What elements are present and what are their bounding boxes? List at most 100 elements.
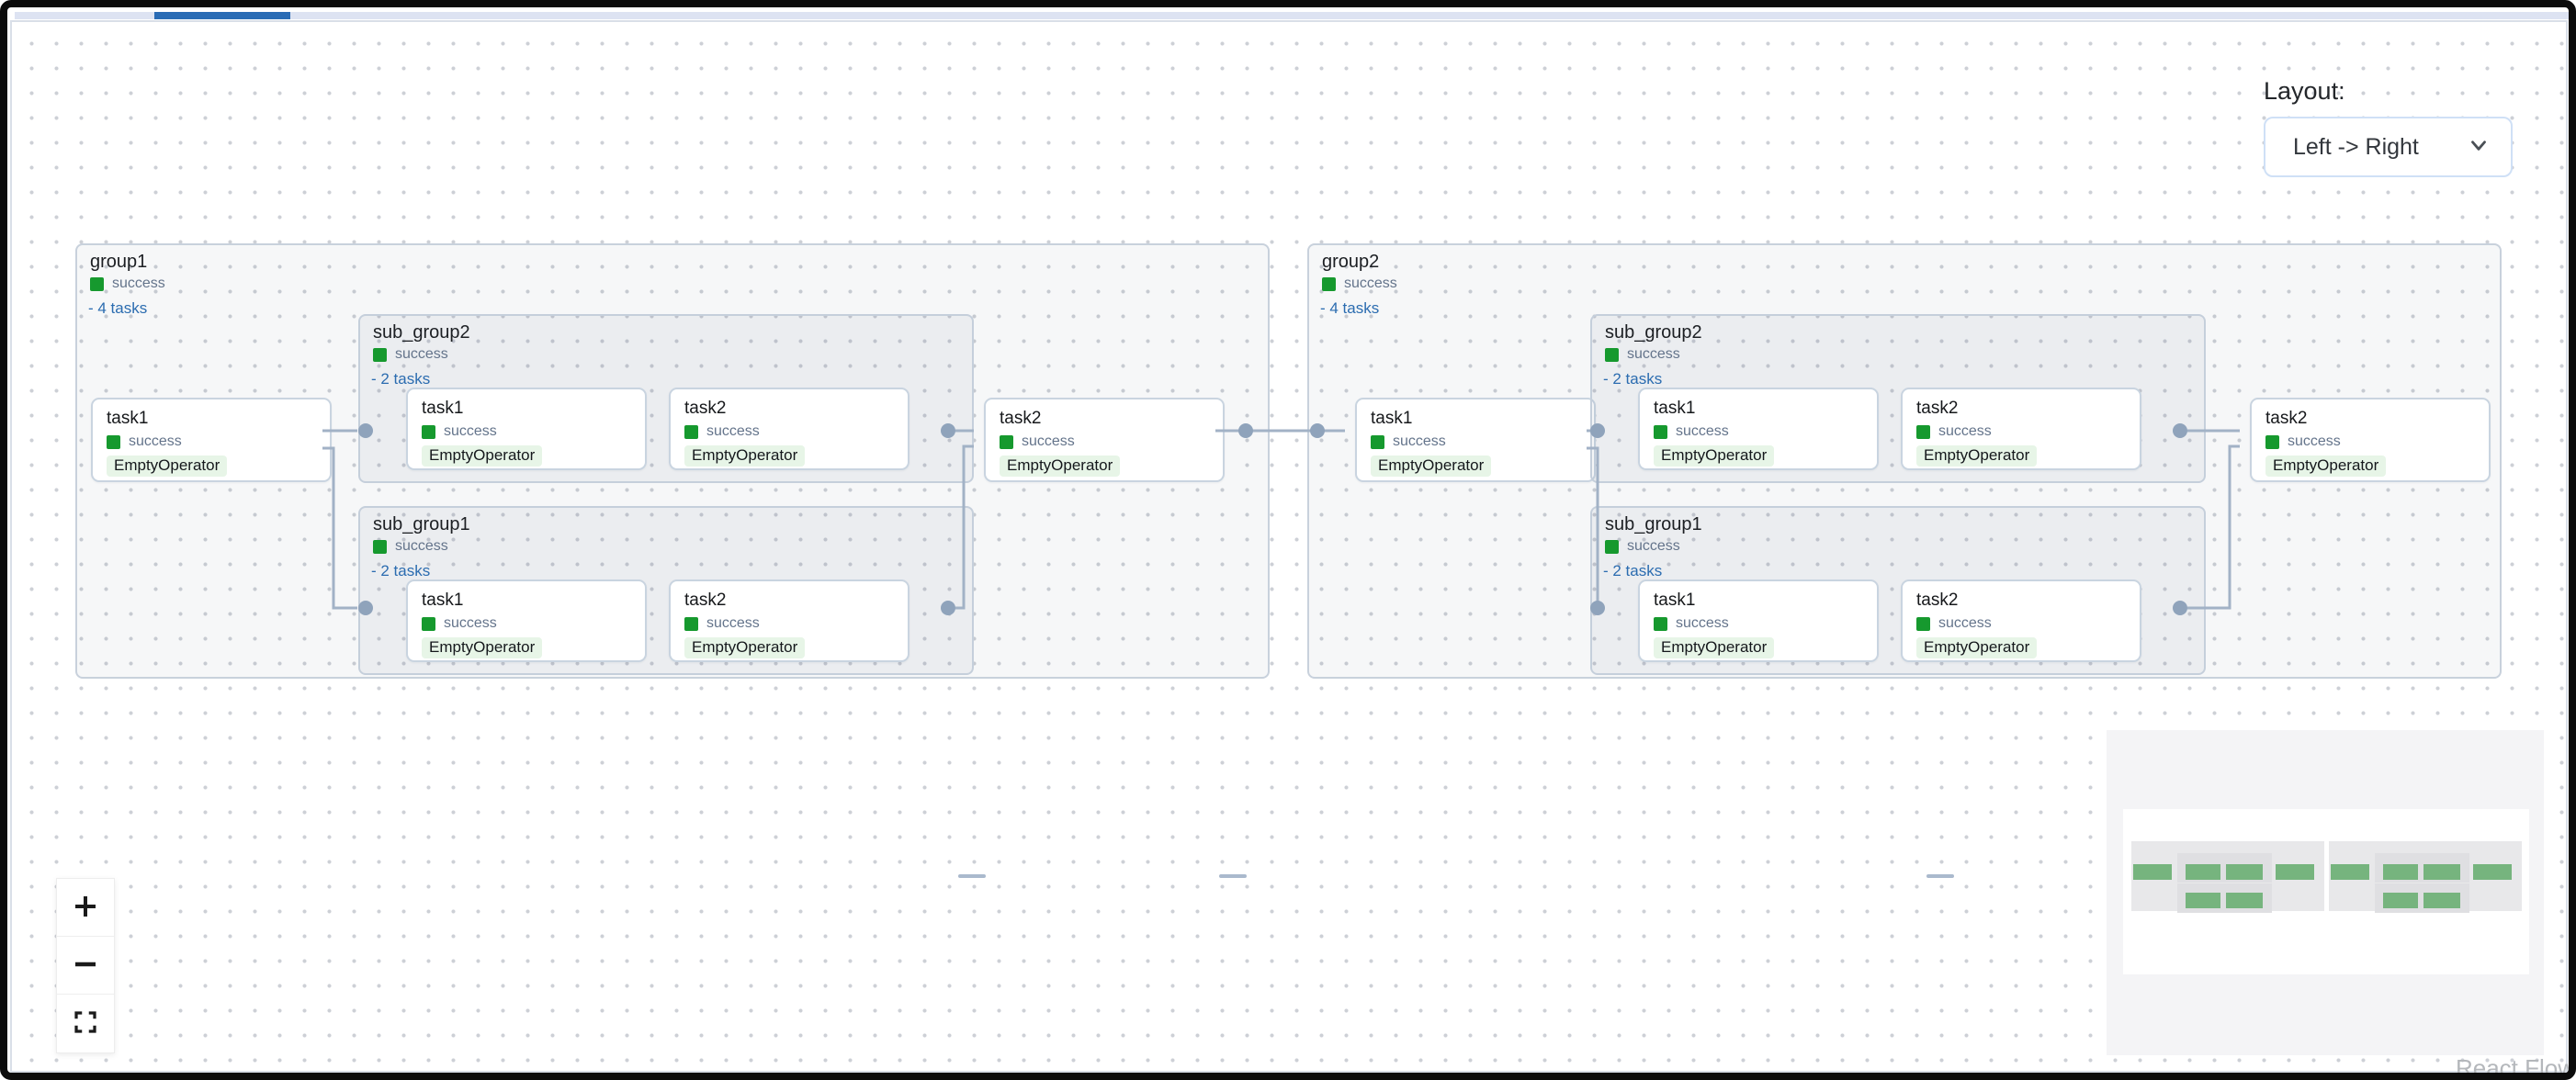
group-collapse-link[interactable]: - 4 tasks [1320, 299, 1380, 317]
subgroup-collapse-link[interactable]: - 2 tasks [371, 562, 431, 579]
layout-label: Layout: [2264, 77, 2345, 105]
success-status-icon [422, 616, 435, 631]
minimap-node [2423, 864, 2460, 880]
task-status-row: success [1654, 423, 1863, 440]
zoom-in-button[interactable] [57, 879, 114, 937]
fit-view-icon [72, 1008, 99, 1039]
task-node-task2[interactable]: task2 success EmptyOperator [669, 388, 910, 470]
subgroup-node-sub_group1[interactable]: sub_group1 success - 2 tasks task1 succe… [358, 506, 974, 675]
task-status-row: success [1654, 615, 1863, 632]
task-node-task1[interactable]: task1 success EmptyOperator [406, 579, 647, 662]
status-label: success [444, 423, 497, 439]
minimap-node [2226, 893, 2263, 908]
layout-control: Layout: Left -> Right [2264, 77, 2513, 177]
minimap-subgroup [2375, 883, 2469, 913]
subgroup-node-sub_group1[interactable]: sub_group1 success - 2 tasks task1 succe… [1590, 506, 2206, 675]
subgroup-title: sub_group2 [1605, 322, 1702, 343]
task-title: task2 [684, 399, 727, 418]
minimap-node [2473, 864, 2512, 880]
group-title: group1 [90, 252, 148, 272]
success-status-icon [373, 347, 387, 362]
top-scrollbar-track[interactable] [15, 12, 2569, 19]
subgroup-collapse-link[interactable]: - 2 tasks [1603, 370, 1663, 388]
subgroup-node-sub_group2[interactable]: sub_group2 success - 2 tasks task1 succe… [358, 314, 974, 483]
operator-badge: EmptyOperator [1371, 456, 1492, 477]
task-title: task2 [1916, 591, 1959, 610]
task-status-row: success [1371, 433, 1580, 450]
operator-badge: EmptyOperator [422, 637, 543, 658]
status-label: success [129, 433, 182, 449]
task-title: task1 [1371, 409, 1413, 428]
subgroup-node-sub_group2[interactable]: sub_group2 success - 2 tasks task1 succe… [1590, 314, 2206, 483]
task-node-task2[interactable]: task2 success EmptyOperator [2250, 398, 2491, 482]
status-label: success [1676, 615, 1729, 631]
task-node-task1[interactable]: task1 success EmptyOperator [1638, 579, 1879, 662]
group-node-group2[interactable]: group2 success - 4 tasks task1 success E… [1307, 243, 2502, 679]
task-node-task2[interactable]: task2 success EmptyOperator [1901, 579, 2141, 662]
layout-select[interactable]: Left -> Right [2264, 117, 2513, 177]
group-node-group1[interactable]: group1 success - 4 tasks task1 success E… [75, 243, 1270, 679]
task-node-task1[interactable]: task1 success EmptyOperator [406, 388, 647, 470]
task-node-task2[interactable]: task2 success EmptyOperator [1901, 388, 2141, 470]
task-node-task1[interactable]: task1 success EmptyOperator [1638, 388, 1879, 470]
minimap-node [2133, 864, 2172, 880]
task-title: task2 [2265, 409, 2308, 428]
task-title: task1 [422, 591, 464, 610]
status-label: success [1938, 423, 1992, 439]
success-status-icon [1000, 434, 1013, 449]
task-node-task2[interactable]: task2 success EmptyOperator [984, 398, 1225, 482]
task-node-task2[interactable]: task2 success EmptyOperator [669, 579, 910, 662]
success-status-icon [1916, 424, 1930, 439]
status-label: success [2288, 433, 2341, 449]
task-title: task2 [1000, 409, 1042, 428]
success-status-icon [373, 539, 387, 554]
minus-icon [72, 951, 99, 981]
minimap-node [2226, 864, 2263, 880]
zoom-out-button[interactable] [57, 937, 114, 995]
group-status-row: success [1322, 276, 1397, 292]
status-label: success [1938, 615, 1992, 631]
task-node-task1[interactable]: task1 success EmptyOperator [1355, 398, 1596, 482]
operator-badge: EmptyOperator [1916, 637, 2038, 658]
subgroup-title: sub_group1 [373, 514, 470, 534]
task-status-row: success [2265, 433, 2475, 450]
task-status-row: success [107, 433, 316, 450]
task-title: task1 [107, 409, 149, 428]
minimap-node [2276, 864, 2314, 880]
minimap-node [2423, 893, 2460, 908]
reactflow-canvas[interactable]: group1 success - 4 tasks task1 success E… [10, 20, 2569, 1073]
operator-badge: EmptyOperator [2265, 456, 2387, 477]
subgroup-collapse-link[interactable]: - 2 tasks [1603, 562, 1663, 579]
success-status-icon [422, 424, 435, 439]
task-status-row: success [422, 423, 631, 440]
status-label: success [1676, 423, 1729, 439]
minimap-node [2331, 864, 2369, 880]
success-status-icon [90, 276, 104, 291]
subgroup-collapse-link[interactable]: - 2 tasks [371, 370, 431, 388]
success-status-icon [1371, 434, 1384, 449]
minimap-node [2186, 864, 2220, 880]
task-title: task1 [1654, 591, 1696, 610]
task-title: task2 [1916, 399, 1959, 418]
minimap[interactable] [2107, 730, 2544, 1055]
top-scrollbar-thumb[interactable] [154, 12, 290, 19]
fit-view-button[interactable] [57, 995, 114, 1052]
status-label: success [706, 423, 760, 439]
operator-badge: EmptyOperator [1654, 637, 1775, 658]
collapsed-edge-dash [958, 874, 986, 878]
subgroup-title: sub_group1 [1605, 514, 1702, 534]
success-status-icon [107, 434, 120, 449]
group-collapse-link[interactable]: - 4 tasks [88, 299, 148, 317]
status-label: success [444, 615, 497, 631]
task-title: task1 [422, 399, 464, 418]
minimap-node [2186, 893, 2220, 908]
group-status-row: success [90, 276, 165, 292]
task-node-task1[interactable]: task1 success EmptyOperator [91, 398, 332, 482]
canvas-controls [56, 878, 115, 1053]
collapsed-edge-dash [1219, 874, 1247, 878]
status-label: success [395, 346, 448, 362]
status-label: success [1393, 433, 1446, 449]
success-status-icon [1654, 424, 1667, 439]
minimap-node [2383, 893, 2418, 908]
status-label: success [1022, 433, 1075, 449]
